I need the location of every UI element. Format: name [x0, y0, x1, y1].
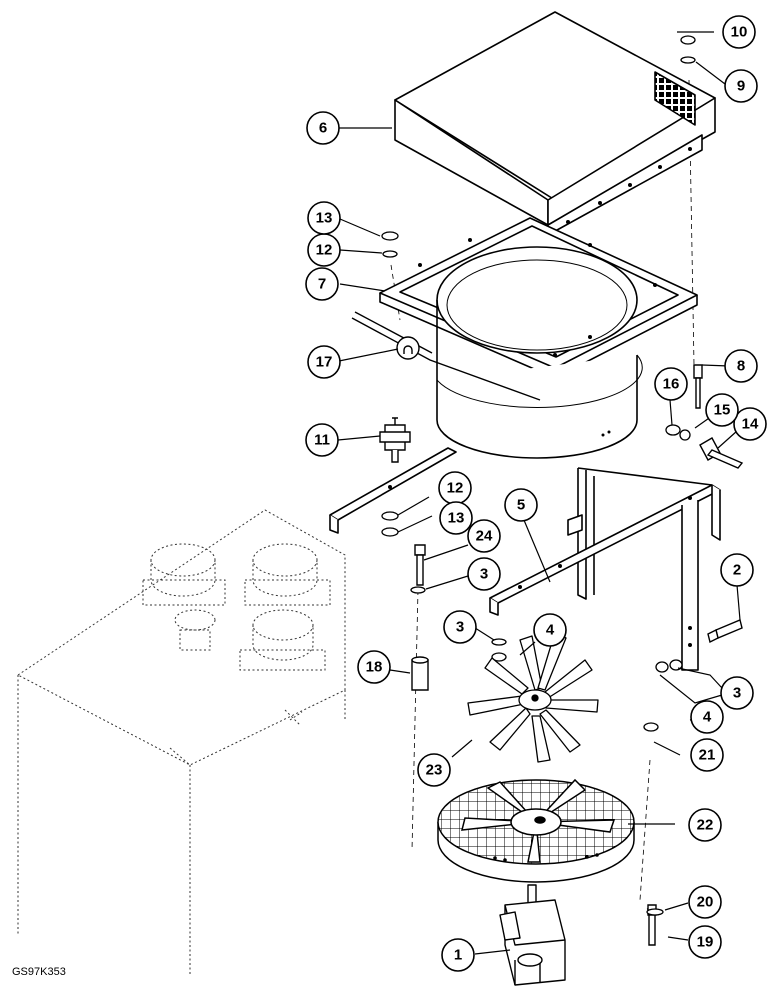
- hydraulic-tank-outline: [17, 509, 346, 975]
- rubber-mount: [379, 417, 411, 463]
- callout-label-20: 20: [697, 894, 714, 911]
- callout-4b: [690, 700, 724, 734]
- fan-guard: [437, 778, 635, 883]
- callout-numbers: 1 2 3 3 3 4 4 5 6 7 8 9 10 11 12 12 13 1…: [314, 24, 759, 964]
- callout-label-3: 3: [456, 619, 464, 636]
- callout-label-22: 22: [697, 817, 714, 834]
- fan-shroud: [379, 217, 698, 459]
- support-bracket: [329, 447, 721, 671]
- callout-label-19: 19: [697, 934, 714, 951]
- callout-label-17: 17: [316, 354, 333, 371]
- seal-strip: [351, 311, 541, 401]
- callout-label-1: 1: [454, 947, 462, 964]
- callout-17: [307, 345, 341, 379]
- callout-21: [690, 738, 724, 772]
- callout-label-13: 13: [316, 210, 333, 227]
- callout-label-6: 6: [319, 120, 327, 137]
- callout-20: [688, 885, 722, 919]
- callout-3c: [720, 676, 754, 710]
- callout-label-2: 2: [733, 562, 741, 579]
- callout-label-3: 3: [480, 566, 488, 583]
- hydraulic-motor: [499, 884, 566, 986]
- bolts: [414, 364, 744, 946]
- callout-4a: [533, 613, 567, 647]
- callout-label-15: 15: [714, 402, 731, 419]
- callout-5: [504, 488, 538, 522]
- callout-24: [467, 519, 501, 553]
- callout-label-8: 8: [737, 358, 745, 375]
- callout-15: [705, 393, 739, 427]
- callout-label-4: 4: [703, 709, 712, 726]
- callout-label-11: 11: [314, 432, 330, 449]
- fan-blade: [467, 631, 599, 763]
- oil-cooler-core: [394, 11, 716, 236]
- callouts: [305, 15, 767, 972]
- callout-16: [654, 367, 688, 401]
- callout-22: [688, 808, 722, 842]
- callout-label-21: 21: [699, 747, 716, 764]
- callout-label-13: 13: [448, 510, 465, 527]
- callout-19: [688, 925, 722, 959]
- callout-13a: [307, 201, 341, 235]
- callout-2: [720, 553, 754, 587]
- callout-label-24: 24: [476, 528, 493, 545]
- callout-label-10: 10: [731, 24, 748, 41]
- leader-lines: [337, 31, 741, 955]
- callout-9: [724, 69, 758, 103]
- callout-label-4: 4: [546, 622, 555, 639]
- callout-label-3: 3: [733, 685, 741, 702]
- callout-label-18: 18: [366, 659, 383, 676]
- callout-label-9: 9: [737, 78, 745, 95]
- callout-18: [357, 650, 391, 684]
- spacer: [411, 656, 429, 691]
- callout-8: [724, 349, 758, 383]
- callout-6: [306, 111, 340, 145]
- callout-1: [441, 938, 475, 972]
- callout-23: [417, 753, 451, 787]
- callout-3a: [467, 557, 501, 591]
- callout-label-12: 12: [447, 480, 464, 497]
- nuts-and-washers: [381, 35, 696, 916]
- callout-11: [305, 423, 339, 457]
- callout-label-5: 5: [517, 497, 525, 514]
- callout-label-14: 14: [742, 416, 759, 433]
- callout-3b: [443, 610, 477, 644]
- figure-code: GS97K353: [12, 966, 66, 978]
- callout-7: [305, 267, 339, 301]
- callout-label-23: 23: [426, 762, 443, 779]
- callout-label-12: 12: [316, 242, 333, 259]
- callout-label-16: 16: [663, 376, 680, 393]
- callout-14: [733, 407, 767, 441]
- callout-10: [722, 15, 756, 49]
- callout-label-7: 7: [318, 276, 326, 293]
- callout-13b: [439, 501, 473, 535]
